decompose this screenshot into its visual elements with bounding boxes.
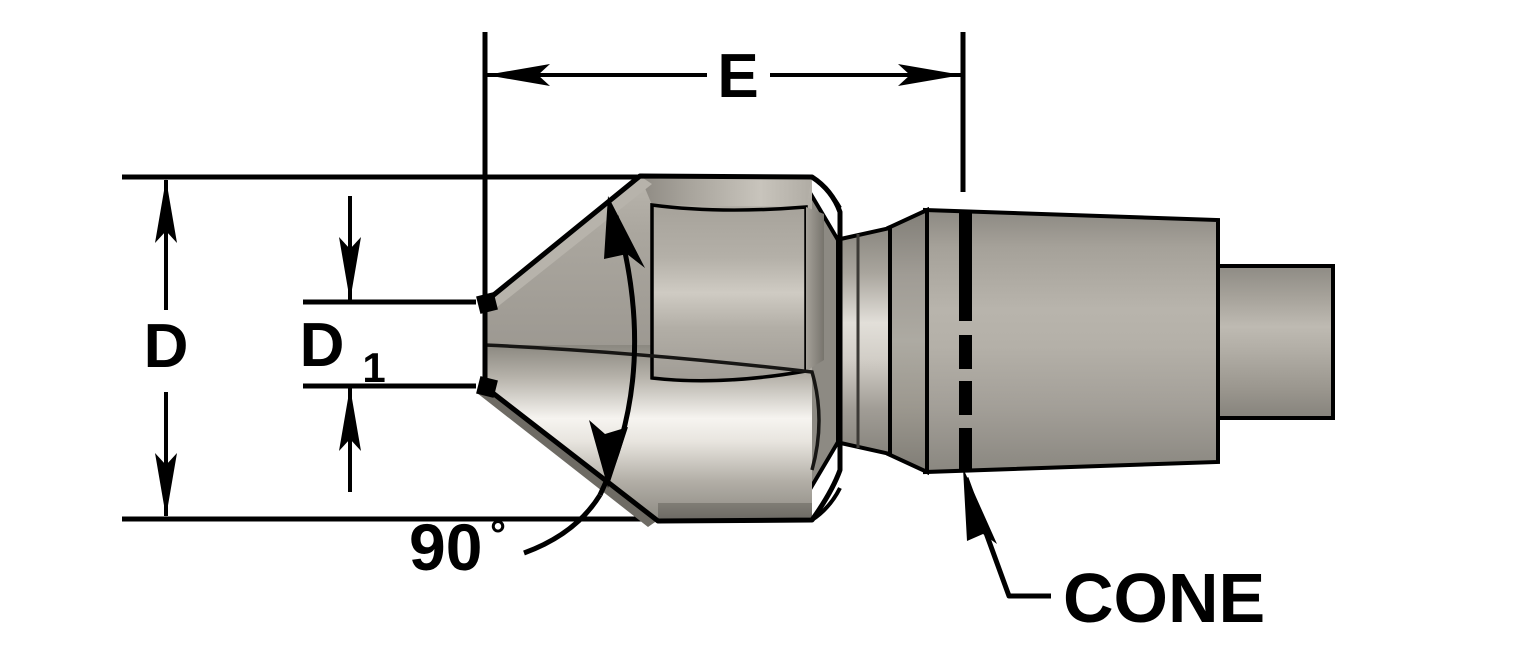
centerline-dash-3 [959, 381, 972, 415]
neck-groove-face [834, 225, 892, 457]
d-arrowhead-bottom [155, 453, 177, 517]
angle-dimension-arc: 90 ° [409, 196, 645, 584]
tip-corner-mark-upper [476, 292, 498, 314]
cone-top-bevel [640, 176, 812, 207]
angle-leader-line [523, 493, 603, 556]
shank-taper-band [886, 206, 929, 476]
cone-bottom-chamfer [658, 503, 812, 521]
d1-arrowhead-top [339, 237, 361, 301]
shank-end-stub [1211, 264, 1335, 420]
dimension-e: E [482, 32, 966, 310]
shank-centerline-marking [959, 213, 972, 469]
dimension-d: D [122, 174, 641, 522]
centerline-dash-4 [959, 428, 972, 469]
d1-arrowhead-bottom [339, 387, 361, 451]
callout-label-cone: CONE [1063, 559, 1265, 637]
dimension-label-d1: D [300, 311, 345, 380]
cone-center-facet [650, 203, 824, 383]
cone-center-facet-face [650, 203, 808, 383]
cone-lower-flank [477, 345, 812, 527]
dimension-label-e: E [717, 42, 758, 111]
centerline-dash-2 [959, 335, 972, 369]
cone-lower-flank-fill [485, 345, 812, 520]
angle-arrowhead-upper [604, 196, 645, 268]
angle-label-degree-symbol: ° [490, 513, 506, 557]
cone-lower-land [477, 387, 658, 527]
shank-taper-face [886, 206, 929, 476]
e-arrowhead-left [486, 64, 550, 86]
dimension-label-d: D [144, 312, 189, 381]
neck-groove [834, 225, 892, 457]
cone-flute-boundary-lower [484, 343, 821, 471]
cone-outline [482, 173, 843, 524]
angle-arrowhead-lower [589, 420, 628, 488]
cone-center-facet-edge [806, 207, 824, 371]
angle-label-value: 90 [409, 510, 482, 584]
cone-callout-leader-line [963, 477, 1051, 599]
e-arrowhead-right [898, 64, 962, 86]
centerline-dash-1 [959, 213, 972, 321]
shank-end-stub-face [1211, 264, 1335, 420]
countersink-tool-body [476, 173, 1335, 527]
dimension-label-d1-subscript: 1 [362, 344, 385, 391]
callout-cone: CONE [963, 468, 1265, 637]
dimension-d1: D 1 [300, 196, 476, 492]
dimension-lines-group: D D 1 E [122, 32, 966, 522]
cone-callout-arrowhead [963, 468, 997, 544]
d-arrowhead-top [155, 179, 177, 243]
tip-corner-mark-lower [476, 376, 498, 398]
